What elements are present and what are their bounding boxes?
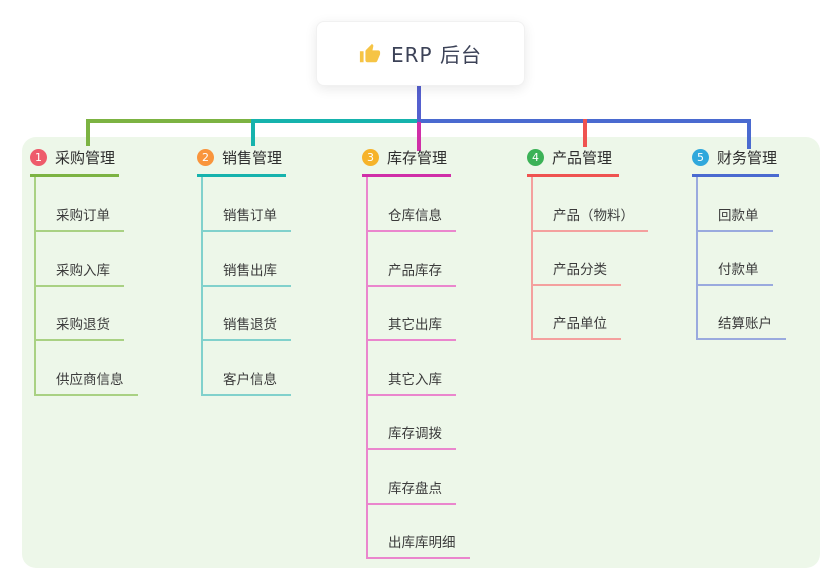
child-node[interactable]: 产品单位	[531, 312, 621, 340]
child-node[interactable]: 库存调拨	[366, 422, 456, 450]
branch-node-product[interactable]: 4 产品管理	[527, 147, 619, 177]
child-node[interactable]: 采购退货	[34, 313, 124, 341]
branch-label: 产品管理	[552, 149, 613, 167]
branch-node-inventory[interactable]: 3 库存管理	[362, 147, 451, 177]
branch-node-sales[interactable]: 2 销售管理	[197, 147, 286, 177]
branch-node-purchase[interactable]: 1 采购管理	[30, 147, 119, 177]
child-node[interactable]: 产品（物料）	[531, 204, 648, 232]
child-node[interactable]: 销售订单	[201, 204, 291, 232]
child-node[interactable]: 产品库存	[366, 259, 456, 287]
connector-stub-branch1	[86, 119, 90, 146]
branch-number-badge: 5	[692, 149, 709, 166]
child-node[interactable]: 回款单	[696, 204, 773, 232]
root-node-label: ERP 后台	[391, 43, 482, 67]
branch-number-badge: 4	[527, 149, 544, 166]
branch-number-badge: 2	[197, 149, 214, 166]
connector-stub-branch3	[417, 122, 421, 151]
child-node[interactable]: 采购入库	[34, 259, 124, 287]
branch-number-badge: 1	[30, 149, 47, 166]
connector-rail-branch1	[86, 119, 254, 123]
connector-rail-branch2	[252, 119, 419, 123]
child-node[interactable]: 其它入库	[366, 368, 456, 396]
branch-trunk-line	[696, 177, 698, 338]
connector-stub-branch5	[747, 119, 751, 149]
child-node[interactable]: 出库库明细	[366, 531, 470, 559]
child-node[interactable]: 仓库信息	[366, 204, 456, 232]
branch-number-badge: 3	[362, 149, 379, 166]
child-node[interactable]: 结算账户	[696, 312, 786, 340]
branch-node-finance[interactable]: 5 财务管理	[692, 147, 779, 177]
connector-root-line	[417, 84, 421, 122]
child-node[interactable]: 库存盘点	[366, 477, 456, 505]
branch-label: 采购管理	[55, 149, 116, 167]
child-node[interactable]: 采购订单	[34, 204, 124, 232]
branch-label: 销售管理	[222, 149, 283, 167]
branch-trunk-line	[531, 177, 533, 338]
child-node[interactable]: 供应商信息	[34, 368, 138, 396]
connector-stub-branch2	[251, 119, 255, 146]
thumbs-up-icon	[359, 43, 381, 65]
child-node[interactable]: 付款单	[696, 258, 773, 286]
child-node[interactable]: 其它出库	[366, 313, 456, 341]
root-node[interactable]: ERP 后台	[316, 21, 525, 86]
branches-panel	[22, 137, 820, 568]
connector-stub-branch4	[583, 119, 587, 147]
child-node[interactable]: 客户信息	[201, 368, 291, 396]
branch-trunk-line	[366, 177, 368, 557]
branch-label: 财务管理	[717, 149, 778, 167]
child-node[interactable]: 销售退货	[201, 313, 291, 341]
branch-label: 库存管理	[387, 149, 448, 167]
child-node[interactable]: 销售出库	[201, 259, 291, 287]
child-node[interactable]: 产品分类	[531, 258, 621, 286]
